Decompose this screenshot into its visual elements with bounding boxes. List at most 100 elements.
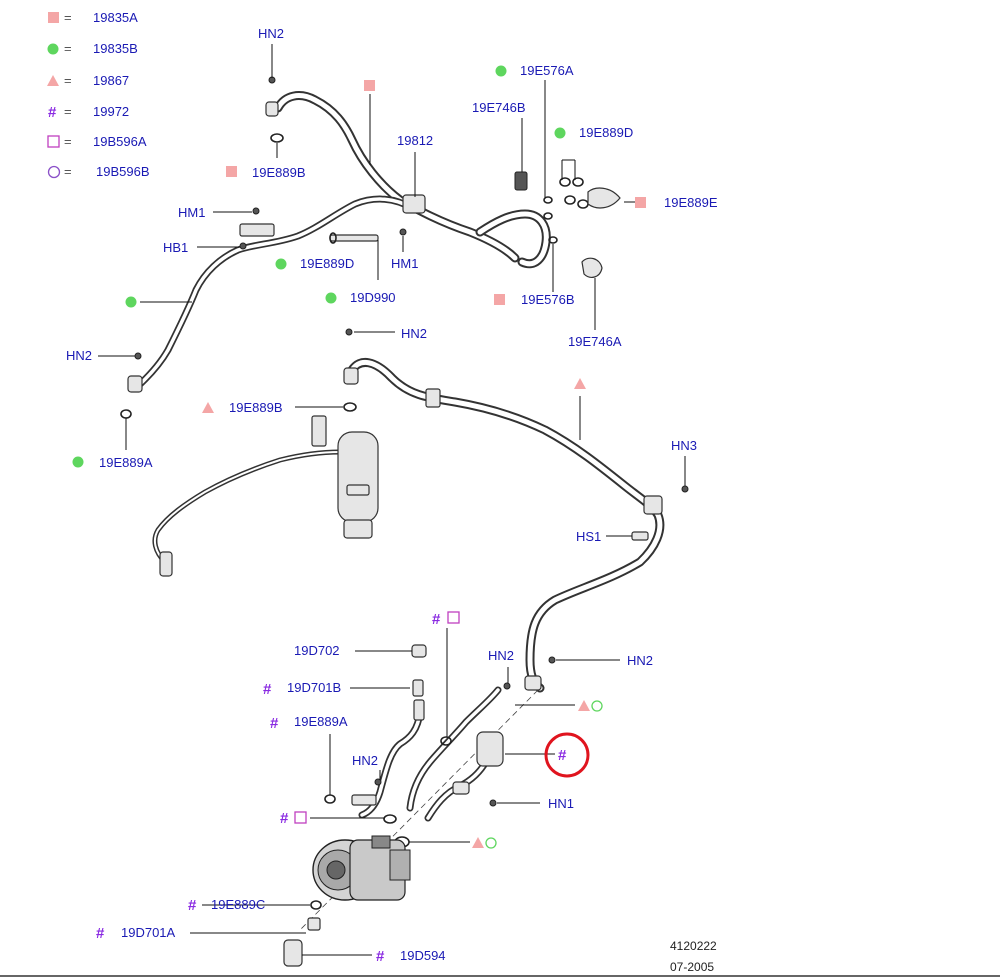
- label-19e889d-right: 19E889D: [579, 125, 633, 140]
- legend-eq: =: [64, 10, 72, 25]
- label-19d594: 19D594: [400, 948, 446, 963]
- reference-block: 4120222 07-2005: [670, 939, 717, 974]
- label-hn2-mid: HN2: [401, 326, 427, 341]
- label-19d702: 19D702: [294, 643, 340, 658]
- label-19e889b-top: 19E889B: [252, 165, 306, 180]
- legend-row-19835A: = 19835A: [48, 10, 138, 25]
- legend-eq: =: [64, 73, 72, 88]
- hash-icon: #: [270, 715, 279, 732]
- pink-square-icon: [48, 12, 59, 23]
- green-dot-icon: [275, 258, 287, 270]
- hash-icon: #: [432, 611, 441, 628]
- hash-icon: #: [263, 681, 272, 698]
- label-19e576a: 19E576A: [520, 63, 574, 78]
- legend-code: 19972: [93, 104, 129, 119]
- legend-row-19972: # = 19972: [48, 104, 129, 121]
- label-19e889b-mid: 19E889B: [229, 400, 283, 415]
- green-dot-icon: [554, 127, 566, 139]
- label-hm1-left: HM1: [178, 205, 205, 220]
- legend-code: 19B596A: [93, 134, 147, 149]
- legend-code: 19835A: [93, 10, 138, 25]
- hash-icon: #: [96, 925, 105, 942]
- open-circle-icon: [47, 165, 61, 179]
- valve-icon: [514, 171, 528, 191]
- hash-icon: #: [280, 810, 289, 827]
- legend: = 19835A = 19835B = 19867 # = 19972 = 19…: [47, 10, 150, 179]
- compressor: [312, 835, 411, 901]
- pink-triangle-icon: [574, 378, 586, 389]
- label-hs1: HS1: [576, 529, 601, 544]
- legend-eq: =: [64, 164, 72, 179]
- label-19e889a-left: 19E889A: [99, 455, 153, 470]
- receiver-dryer: [337, 431, 379, 523]
- reference-date: 07-2005: [670, 960, 714, 974]
- pink-square-icon: [226, 166, 237, 177]
- leader-lines: [98, 44, 686, 956]
- label-19d990: 19D990: [350, 290, 396, 305]
- label-hn3: HN3: [671, 438, 697, 453]
- label-19e889c: 19E889C: [211, 897, 265, 912]
- label-19e889d: 19E889D: [300, 256, 354, 271]
- fitting-icon: [411, 644, 427, 658]
- hash-icon: #: [48, 104, 57, 121]
- junction-block: [402, 194, 426, 214]
- legend-eq: =: [64, 104, 72, 119]
- label-19e889a-low: 19E889A: [294, 714, 348, 729]
- green-dot-icon: [125, 296, 137, 308]
- label-19812: 19812: [397, 133, 433, 148]
- open-square-icon: [294, 811, 307, 824]
- legend-row-19B596B: = 19B596B: [47, 164, 150, 179]
- label-hn2-lowleft: HN2: [352, 753, 378, 768]
- hash-icon: #: [558, 747, 567, 764]
- hash-icon: #: [376, 948, 385, 965]
- open-square-icon: [47, 135, 60, 148]
- label-hn2-lowright: HN2: [627, 653, 653, 668]
- pink-triangle-icon: [47, 75, 59, 86]
- pink-square-icon: [494, 294, 505, 305]
- pink-square-icon: [635, 197, 646, 208]
- pink-square-icon: [364, 80, 375, 91]
- open-square-icon: [447, 611, 460, 624]
- pink-triangle-icon: [472, 837, 484, 848]
- o-ring-icon: [270, 133, 284, 143]
- pink-triangle-icon: [578, 700, 590, 711]
- green-dot-icon: [495, 65, 507, 77]
- green-dot-icon: [47, 43, 59, 55]
- hoses: [134, 91, 665, 931]
- label-19e746a: 19E746A: [568, 334, 622, 349]
- callout-labels: HN2 19E889B 19812 HM1 HB1 19E889D HM1 19…: [66, 26, 718, 965]
- highlight-circle: [544, 732, 590, 778]
- legend-eq: =: [64, 134, 72, 149]
- label-hn2-lowmid: HN2: [488, 648, 514, 663]
- hash-callout: #: [544, 732, 590, 778]
- valve-icon: [581, 257, 603, 278]
- legend-code: 19867: [93, 73, 129, 88]
- hash-icon: #: [188, 897, 197, 914]
- pressure-switch: [283, 939, 303, 967]
- label-hm1-mid: HM1: [391, 256, 418, 271]
- legend-row-19835B: = 19835B: [47, 41, 138, 56]
- muffler: [476, 731, 504, 767]
- label-19d701a: 19D701A: [121, 925, 176, 940]
- label-hn1-low: HN1: [548, 796, 574, 811]
- label-19e746b: 19E746B: [472, 100, 526, 115]
- open-circle-icon: [591, 700, 603, 712]
- label-19e576b: 19E576B: [521, 292, 575, 307]
- label-hn2-top: HN2: [258, 26, 284, 41]
- legend-code: 19835B: [93, 41, 138, 56]
- bracket-icon: [239, 223, 275, 237]
- label-hb1: HB1: [163, 240, 188, 255]
- components: [120, 76, 689, 967]
- label-19e889e: 19E889E: [664, 195, 718, 210]
- green-dot-icon: [72, 456, 84, 468]
- legend-code: 19B596B: [96, 164, 150, 179]
- legend-row-19867: = 19867: [47, 73, 129, 88]
- reference-number: 4120222: [670, 939, 717, 953]
- open-circle-icon: [485, 837, 497, 849]
- green-dot-icon: [325, 292, 337, 304]
- label-19d701b: 19D701B: [287, 680, 341, 695]
- legend-eq: =: [64, 41, 72, 56]
- legend-row-19B596A: = 19B596A: [47, 134, 147, 149]
- pink-triangle-icon: [202, 402, 214, 413]
